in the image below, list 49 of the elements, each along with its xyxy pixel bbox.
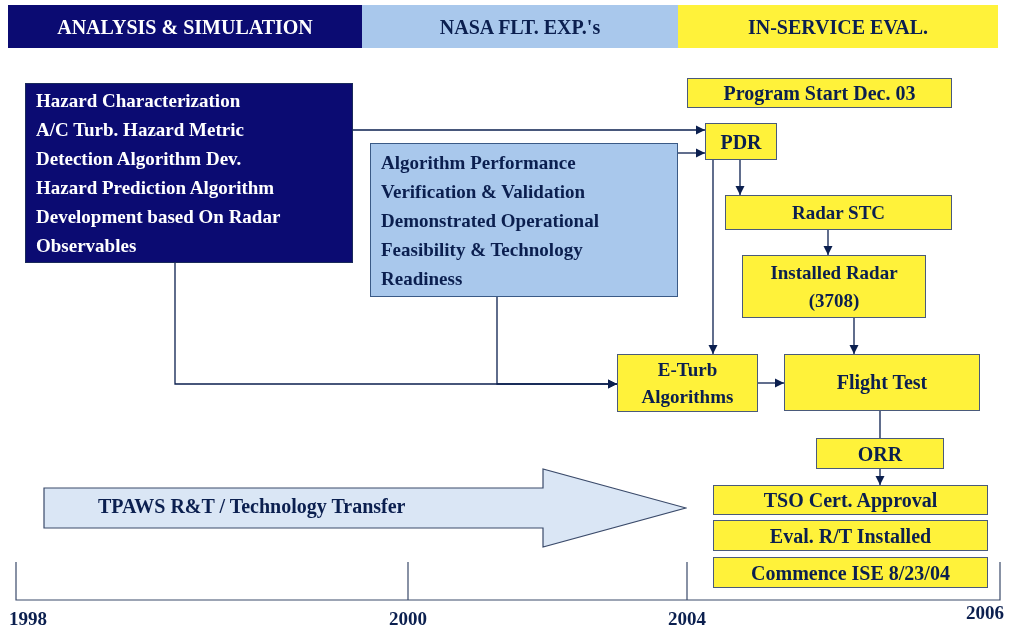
phase-band <box>8 5 362 48</box>
task-box <box>370 143 678 297</box>
arrow <box>352 125 706 135</box>
box-text: Program Start Dec. 03 <box>723 81 916 105</box>
box-text: Installed Radar (3708) <box>769 260 899 313</box>
milestone-box <box>816 438 944 469</box>
year-label: 2004 <box>668 608 706 630</box>
box-text: Flight Test <box>836 370 928 396</box>
arrow <box>708 159 718 355</box>
milestone-box <box>725 195 952 230</box>
box-text: Detection Algorithm Dev. <box>36 147 242 171</box>
box-text: A/C Turb. Hazard Metric <box>36 118 244 142</box>
arrow <box>496 296 618 389</box>
milestone-box <box>687 78 952 108</box>
arrow <box>677 148 706 158</box>
box-text: Demonstrated Operational Feasibility & Technology Readiness <box>381 208 600 291</box>
milestone-box <box>742 255 926 318</box>
box-text: NASA FLT. EXP.'s <box>439 14 601 39</box>
milestone-box <box>784 354 980 411</box>
task-box <box>25 83 353 263</box>
box-text: E-Turb Algorithms <box>640 358 735 409</box>
milestone-box <box>713 485 988 515</box>
box-text: PDR <box>720 129 762 154</box>
year-label: 2000 <box>389 608 427 630</box>
arrow <box>849 317 859 355</box>
phase-band <box>362 5 678 48</box>
box-text: Algorithm Performance Verification & Validation <box>381 150 587 204</box>
arrow <box>823 229 833 256</box>
box-text: TSO Cert. Approval <box>763 488 938 512</box>
box-text: Radar STC <box>791 200 886 225</box>
arrow-label: TPAWS R&T / Technology Transfer <box>97 494 406 520</box>
box-text: Eval. R/T Installed <box>769 523 932 548</box>
milestone-box <box>713 520 988 551</box>
milestone-box <box>713 557 988 588</box>
arrow <box>735 159 745 196</box>
year-label: 2006 <box>966 602 1004 624</box>
arrow <box>875 468 885 486</box>
milestone-box <box>705 123 777 160</box>
phase-band <box>678 5 998 48</box>
year-label: 1998 <box>9 608 47 630</box>
box-text: ORR <box>857 441 903 466</box>
arrow <box>757 378 785 388</box>
connector-line <box>879 410 881 439</box>
box-text: ANALYSIS & SIMULATION <box>57 14 313 39</box>
box-text: Hazard Characterization <box>36 89 241 113</box>
milestone-box <box>617 354 758 412</box>
box-text: IN-SERVICE EVAL. <box>747 14 929 39</box>
box-text: Commence ISE 8/23/04 <box>751 560 950 585</box>
box-text: Hazard Prediction Algorithm Development based On Radar Observables <box>36 176 282 258</box>
